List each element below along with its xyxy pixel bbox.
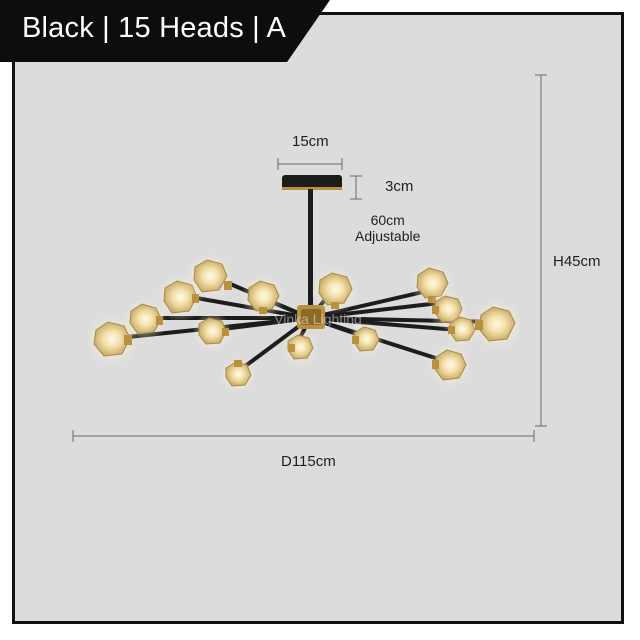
variant-title: Black | 15 Heads | A — [22, 12, 287, 44]
crystal-head — [186, 253, 234, 301]
crystal-heads — [86, 253, 523, 393]
crystal-head — [311, 266, 359, 314]
crystal-head — [123, 298, 167, 342]
suspension-rod — [308, 189, 313, 311]
rod-length-value: 60cm — [370, 212, 405, 228]
rod-length-label: 60cm Adjustable — [355, 212, 420, 244]
rod-adjustable-note: Adjustable — [355, 228, 421, 244]
height-dimension — [535, 74, 547, 427]
crystal-head — [471, 299, 523, 351]
diameter-dimension — [72, 430, 535, 442]
center-hub — [297, 305, 325, 329]
variant-banner — [0, 0, 330, 62]
crystal-head — [220, 357, 256, 393]
height-label: H45cm — [553, 253, 601, 270]
crystal-head — [192, 312, 232, 352]
crystal-head — [241, 275, 285, 319]
ceiling-canopy — [282, 175, 342, 190]
diameter-label: D115cm — [281, 453, 336, 470]
crystal-head — [348, 322, 384, 358]
crystal-head — [282, 330, 318, 366]
crystal-head — [444, 312, 480, 348]
crystal-head — [428, 344, 472, 388]
canopy-height-label: 3cm — [385, 178, 414, 195]
watermark: Vinka Lighting — [274, 311, 362, 327]
canopy-width-dimension — [277, 158, 343, 170]
canopy-height-dimension — [350, 175, 362, 200]
canopy-diameter-label: 15cm — [292, 133, 329, 150]
